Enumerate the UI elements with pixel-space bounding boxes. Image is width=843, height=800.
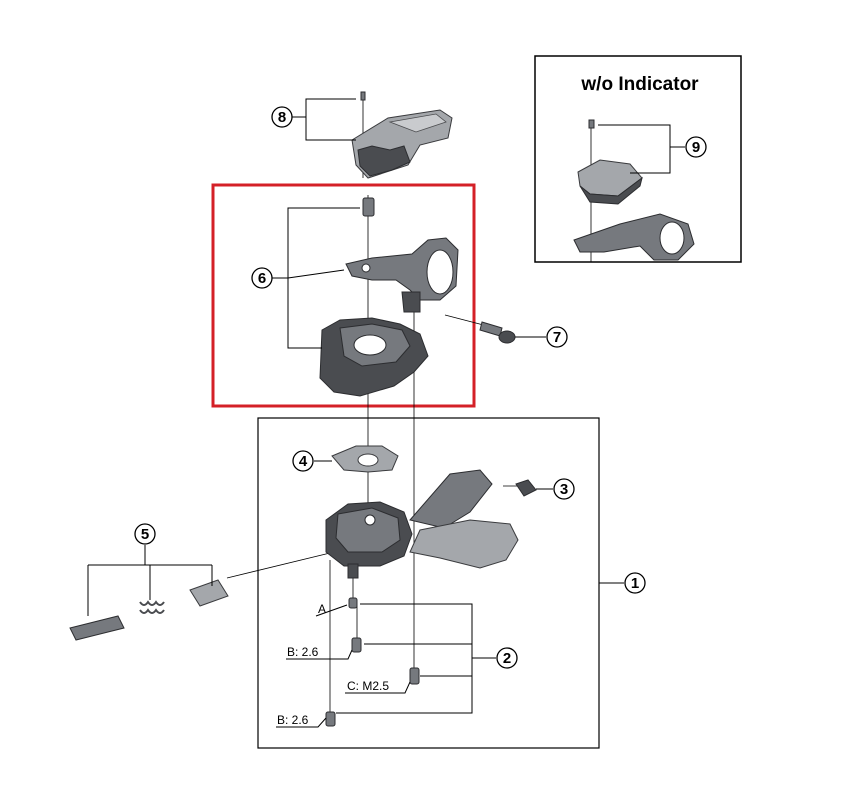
part-3-cap xyxy=(515,479,537,497)
svg-text:3: 3 xyxy=(560,481,568,498)
inset-frame xyxy=(534,55,742,263)
screw-label-c: C: M2.5 xyxy=(347,679,389,693)
svg-text:8: 8 xyxy=(278,109,286,126)
svg-text:2: 2 xyxy=(503,650,511,667)
callout-5: 5 xyxy=(134,523,156,545)
part-9-plain-cover xyxy=(573,119,695,261)
part-2-screws xyxy=(325,597,420,727)
screw-label-b-upper: B: 2.6 xyxy=(287,645,319,659)
highlight-frame xyxy=(211,183,476,408)
screw-label-b-lower: B: 2.6 xyxy=(277,713,309,727)
callout-4: 4 xyxy=(292,450,314,472)
callout-1: 1 xyxy=(624,572,646,594)
svg-text:7: 7 xyxy=(553,329,561,346)
part-7-screw xyxy=(479,321,516,344)
part-4-spacer-plate xyxy=(331,445,399,473)
svg-text:6: 6 xyxy=(258,270,266,287)
svg-text:5: 5 xyxy=(141,526,149,543)
part-8-indicator-cover xyxy=(351,91,453,179)
callout-8: 8 xyxy=(271,106,293,128)
callout-2: 2 xyxy=(496,647,518,669)
svg-text:9: 9 xyxy=(692,139,700,156)
screw-label-a: A xyxy=(318,602,326,616)
callout-3: 3 xyxy=(553,478,575,500)
callout-7: 7 xyxy=(546,326,568,348)
leader-lines xyxy=(87,98,685,728)
callout-9: 9 xyxy=(685,136,707,158)
svg-text:4: 4 xyxy=(299,453,308,470)
part-6-housing-assembly xyxy=(319,197,459,397)
callout-6: 6 xyxy=(251,267,273,289)
part-1-lever-body xyxy=(325,469,519,579)
inset-title: w/o Indicator xyxy=(580,74,699,95)
part-5-barrel-adjuster xyxy=(69,579,229,641)
svg-text:1: 1 xyxy=(631,575,639,592)
